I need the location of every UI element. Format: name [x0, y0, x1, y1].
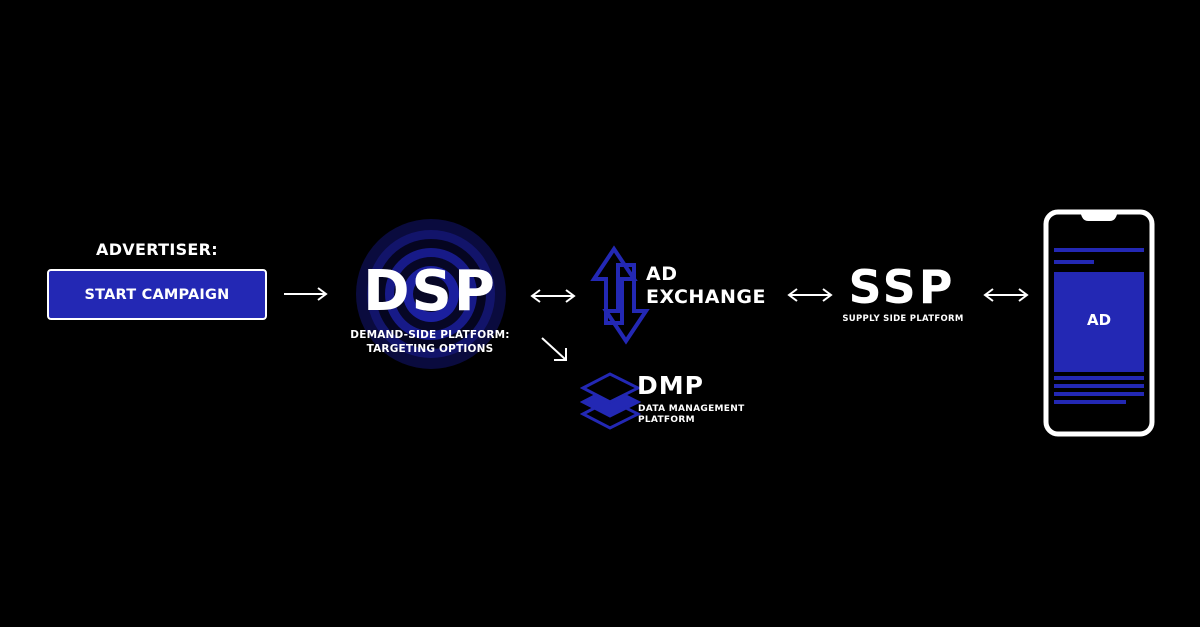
dsp-subtitle-line2: TARGETING OPTIONS [366, 343, 494, 355]
dsp-title: DSP [363, 259, 497, 324]
ssp-subtitle: SUPPLY SIDE PLATFORM [842, 314, 964, 324]
double-arrow-icon [983, 288, 1029, 302]
updown-arrows-icon [590, 245, 650, 345]
dmp-title: DMP [637, 371, 704, 400]
advertiser-label: ADVERTISER: [96, 240, 218, 259]
dsp-subtitle-line1: DEMAND-SIDE PLATFORM: [350, 329, 510, 341]
ssp-title: SSP [848, 260, 956, 314]
dsp-subtitle: DEMAND-SIDE PLATFORM: TARGETING OPTIONS [330, 328, 530, 356]
ad-exchange-title-line1: AD [646, 263, 678, 285]
ad-exchange-title-line2: EXCHANGE [646, 286, 766, 308]
dmp-subtitle-line2: PLATFORM [638, 415, 695, 425]
layers-icon [580, 372, 642, 430]
double-arrow-icon [787, 288, 833, 302]
target-rings-icon [356, 219, 506, 369]
updown-arrows-icon [0, 0, 82, 100]
right-arrow-icon [284, 287, 328, 301]
diagonal-arrow-icon [541, 337, 567, 361]
ad-label: AD [1086, 311, 1112, 329]
dmp-subtitle: DATA MANAGEMENT PLATFORM [638, 404, 768, 426]
double-arrow-icon [530, 289, 576, 303]
smartphone-icon [1043, 209, 1155, 437]
dmp-subtitle-line1: DATA MANAGEMENT [638, 404, 745, 414]
start-campaign-button[interactable]: START CAMPAIGN [47, 269, 267, 320]
